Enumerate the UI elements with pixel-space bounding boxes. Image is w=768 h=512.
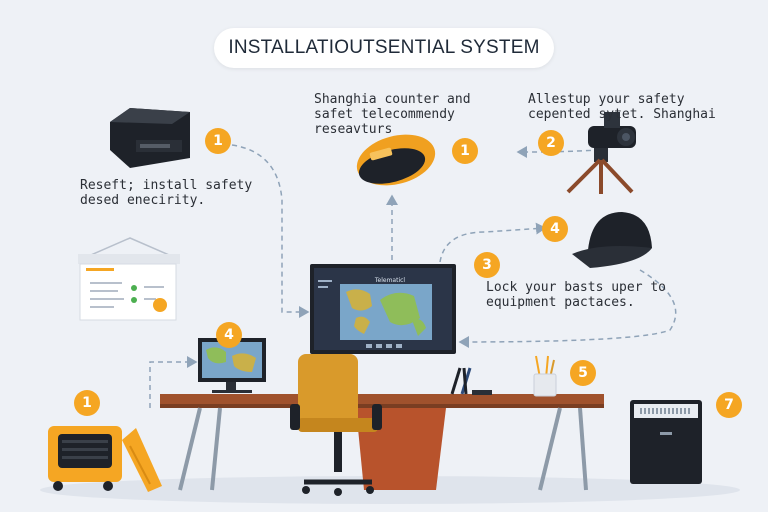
security-camera-icon bbox=[566, 112, 636, 194]
diagram-title: INSTALLATIOUTSENTIAL SYSTEM bbox=[214, 28, 554, 68]
router-icon bbox=[110, 108, 190, 168]
whiteboard-icon bbox=[78, 237, 180, 321]
cap-icon bbox=[572, 212, 652, 268]
chair-icon bbox=[290, 354, 382, 496]
step-badge-generator: 1 bbox=[74, 390, 100, 416]
connector-arrows bbox=[149, 144, 677, 408]
step-badge-pens: 5 bbox=[570, 360, 596, 386]
step-badge-middle: 3 bbox=[474, 252, 500, 278]
monitor-icon bbox=[310, 264, 456, 354]
step-badge-cabinet: 7 bbox=[716, 392, 742, 418]
arrow-camera bbox=[516, 146, 601, 158]
step-badge-camera: 2 bbox=[538, 130, 564, 156]
step-badge-hat: 4 bbox=[542, 216, 568, 242]
step-badge-small-monitor: 4 bbox=[216, 322, 242, 348]
router-caption: Reseft; install safety desed enecirity. bbox=[80, 178, 253, 208]
pen-set-icon bbox=[450, 367, 492, 395]
sensor-device-icon bbox=[356, 134, 436, 186]
camera-caption: Allestup your safety cepented sytet. Sha… bbox=[528, 92, 716, 122]
arrow-router-to-monitor bbox=[231, 144, 310, 318]
monitor-screen-title: Telematicl bbox=[374, 277, 406, 284]
arrow-generator-to-small-monitor bbox=[149, 356, 198, 408]
arrow-hat-to-monitor bbox=[458, 269, 677, 348]
pen-holder-icon bbox=[533, 355, 557, 397]
hat-caption: Lock your basts uper to equipment pactac… bbox=[486, 280, 667, 310]
step-badge-router: 1 bbox=[205, 128, 231, 154]
cabinet-icon bbox=[630, 400, 702, 484]
generator-icon bbox=[48, 426, 162, 492]
step-badge-device: 1 bbox=[452, 138, 478, 164]
device-caption: Shanghia counter and safet telecommendy … bbox=[314, 92, 471, 137]
arrow-monitor-to-hat bbox=[439, 222, 547, 263]
